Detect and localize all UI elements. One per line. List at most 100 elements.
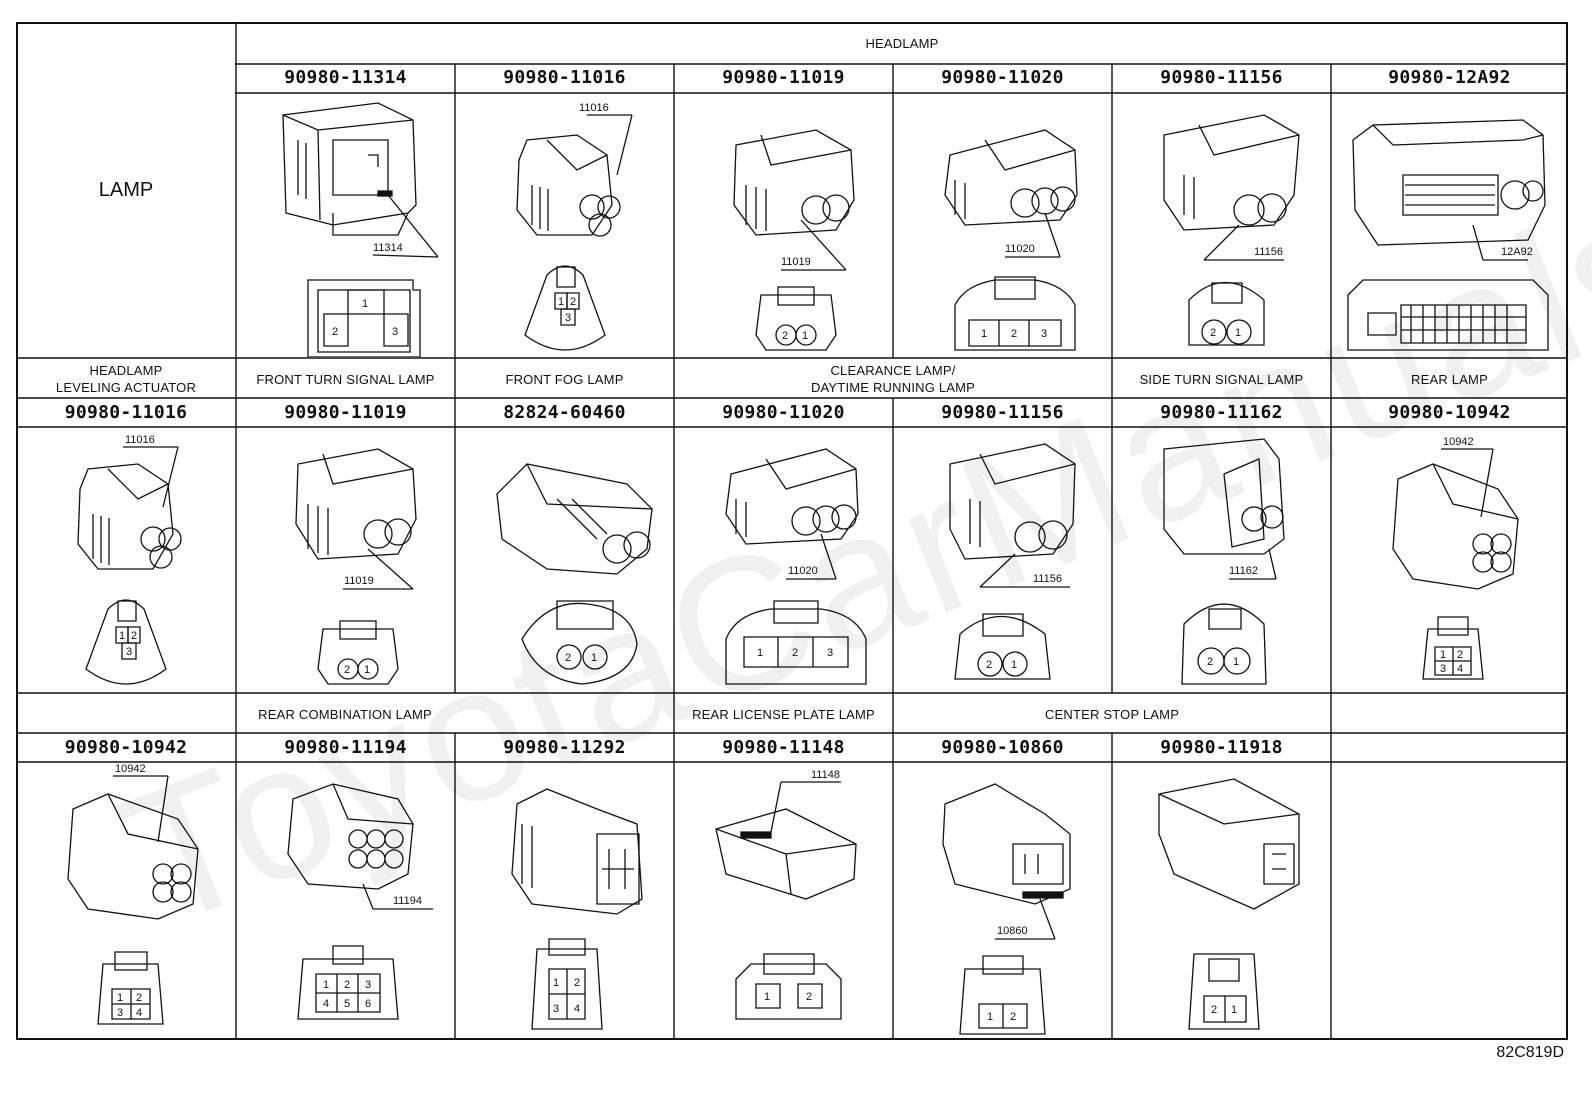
pin-label: 4 [574, 1003, 580, 1015]
part-number: 90980-11156 [941, 402, 1064, 423]
pin-label: 3 [827, 647, 833, 659]
pin-label: 1 [1235, 327, 1241, 339]
pin-label: 2 [1207, 656, 1213, 668]
pin-label: 1 [757, 647, 763, 659]
pin-label: 1 [558, 296, 564, 308]
part-number: 90980-11019 [722, 67, 845, 88]
connector-11019-drawing: 11019 2 1 [238, 429, 453, 691]
connector-10942-drawing: 10942 1 2 3 4 [1333, 436, 1566, 691]
pin-label: 1 [764, 991, 770, 1003]
ref-label: 11194 [393, 895, 422, 907]
ref-label: 11020 [788, 565, 818, 577]
category-center-stop: CENTER STOP LAMP [1044, 707, 1180, 722]
pinout-face: 1 2 3 [308, 280, 420, 357]
ref-label: 11156 [1254, 246, 1283, 258]
connector-sheet: ToyotaCarManuals [16, 22, 1592, 1040]
ref-label: 11019 [344, 575, 374, 587]
table-grid-lines [16, 22, 1568, 1040]
part-number: 90980-11292 [503, 737, 626, 758]
connector-11148-drawing: 11148 1 2 [676, 769, 891, 1039]
ref-label: 10942 [115, 764, 146, 775]
connector-housing-illustration [68, 794, 198, 919]
pinout-face: 1 2 3 4 [1423, 617, 1483, 679]
pinout-face: 2 1 [1189, 954, 1259, 1029]
pin-label: 1 [364, 664, 370, 676]
connector-table [16, 22, 1568, 1040]
part-number: 90980-11156 [1160, 67, 1283, 88]
connector-housing-illustration [726, 449, 858, 544]
pin-label: 2 [344, 979, 350, 991]
category-rear-lamp: REAR LAMP [1411, 372, 1488, 387]
pin-label: 2 [986, 659, 992, 671]
pinout-face: 1 2 3 4 [98, 952, 163, 1024]
pinout-face: 2 1 [522, 601, 637, 684]
pin-label: 3 [565, 312, 571, 324]
part-number: 90980-11314 [284, 67, 407, 88]
pin-label: 5 [344, 998, 350, 1010]
figure-code: 82C819D [1496, 1044, 1564, 1061]
pin-label: 1 [591, 652, 597, 664]
connector-housing-illustration [288, 784, 413, 889]
pin-label: 1 [119, 630, 125, 642]
connector-10942-drawing: 10942 1 2 3 4 [18, 764, 234, 1039]
pinout-face: 1 2 3 [726, 601, 866, 684]
pin-label: 6 [365, 998, 371, 1010]
connector-housing-illustration [78, 464, 181, 569]
pinout-face: 1 2 [736, 954, 841, 1019]
pin-label: 1 [362, 298, 368, 310]
connector-housing-illustration [512, 789, 642, 914]
pin-label: 2 [1457, 649, 1463, 661]
pin-label: 3 [553, 1003, 559, 1015]
pin-label: 2 [1210, 327, 1216, 339]
pin-label: 2 [136, 992, 142, 1004]
part-number: 90980-11918 [1160, 737, 1283, 758]
pin-label: 2 [570, 296, 576, 308]
category-headlamp-leveling: HEADLAMP LEVELING ACTUATOR [55, 363, 197, 395]
pin-label: 2 [1211, 1004, 1217, 1016]
connector-12A92-drawing: 12A92 [1333, 95, 1566, 357]
pin-label: 4 [323, 998, 329, 1010]
pin-label: 4 [1457, 663, 1463, 675]
connector-housing-illustration [283, 103, 416, 235]
ref-label: 11162 [1229, 565, 1258, 577]
connector-housing-illustration [296, 449, 416, 559]
category-side-turn: SIDE TURN SIGNAL LAMP [1139, 372, 1304, 387]
part-number: 90980-11194 [284, 737, 407, 758]
pin-label: 1 [987, 1011, 993, 1023]
connector-11292-drawing: 1 2 3 4 [457, 764, 672, 1039]
category-front-turn: FRONT TURN SIGNAL LAMP [256, 372, 435, 387]
connector-11156-drawing: 11156 2 1 [895, 429, 1110, 691]
ref-label: 11156 [1033, 573, 1062, 585]
connector-11314-drawing: 11314 1 2 3 [238, 95, 453, 357]
part-number: 90980-11020 [941, 67, 1064, 88]
pin-label: 3 [126, 646, 132, 658]
pin-label: 2 [782, 330, 788, 342]
pin-label: 1 [981, 328, 987, 340]
pin-label: 3 [392, 326, 398, 338]
part-number: 90980-10942 [1388, 402, 1511, 423]
connector-housing-illustration [497, 464, 652, 574]
ref-label: 12A92 [1501, 246, 1533, 258]
pin-label: 2 [1010, 1011, 1016, 1023]
connector-housing-illustration [950, 444, 1075, 559]
connector-housing-illustration [517, 135, 620, 236]
pin-label: 1 [1231, 1004, 1237, 1016]
part-number: 90980-11020 [722, 402, 845, 423]
part-number: 90980-11148 [722, 737, 845, 758]
pinout-face: 1 2 3 4 [532, 939, 602, 1029]
pin-label: 2 [131, 630, 137, 642]
pin-label: 3 [117, 1007, 123, 1019]
connector-housing-illustration [734, 130, 854, 235]
ref-label: 10860 [997, 925, 1028, 937]
pinout-face: 1 2 3 [955, 277, 1075, 350]
pin-label: 3 [1440, 663, 1446, 675]
pin-label: 2 [344, 664, 350, 676]
connector-housing-illustration [1159, 779, 1299, 909]
connector-housing-illustration [1353, 120, 1545, 245]
pin-label: 1 [117, 992, 123, 1004]
part-number: 90980-11016 [503, 67, 626, 88]
pin-label: 2 [332, 326, 338, 338]
connector-11020-drawing: 11020 1 2 3 [895, 95, 1110, 357]
pin-label: 4 [136, 1007, 142, 1019]
part-number: 90980-12A92 [1388, 67, 1511, 88]
